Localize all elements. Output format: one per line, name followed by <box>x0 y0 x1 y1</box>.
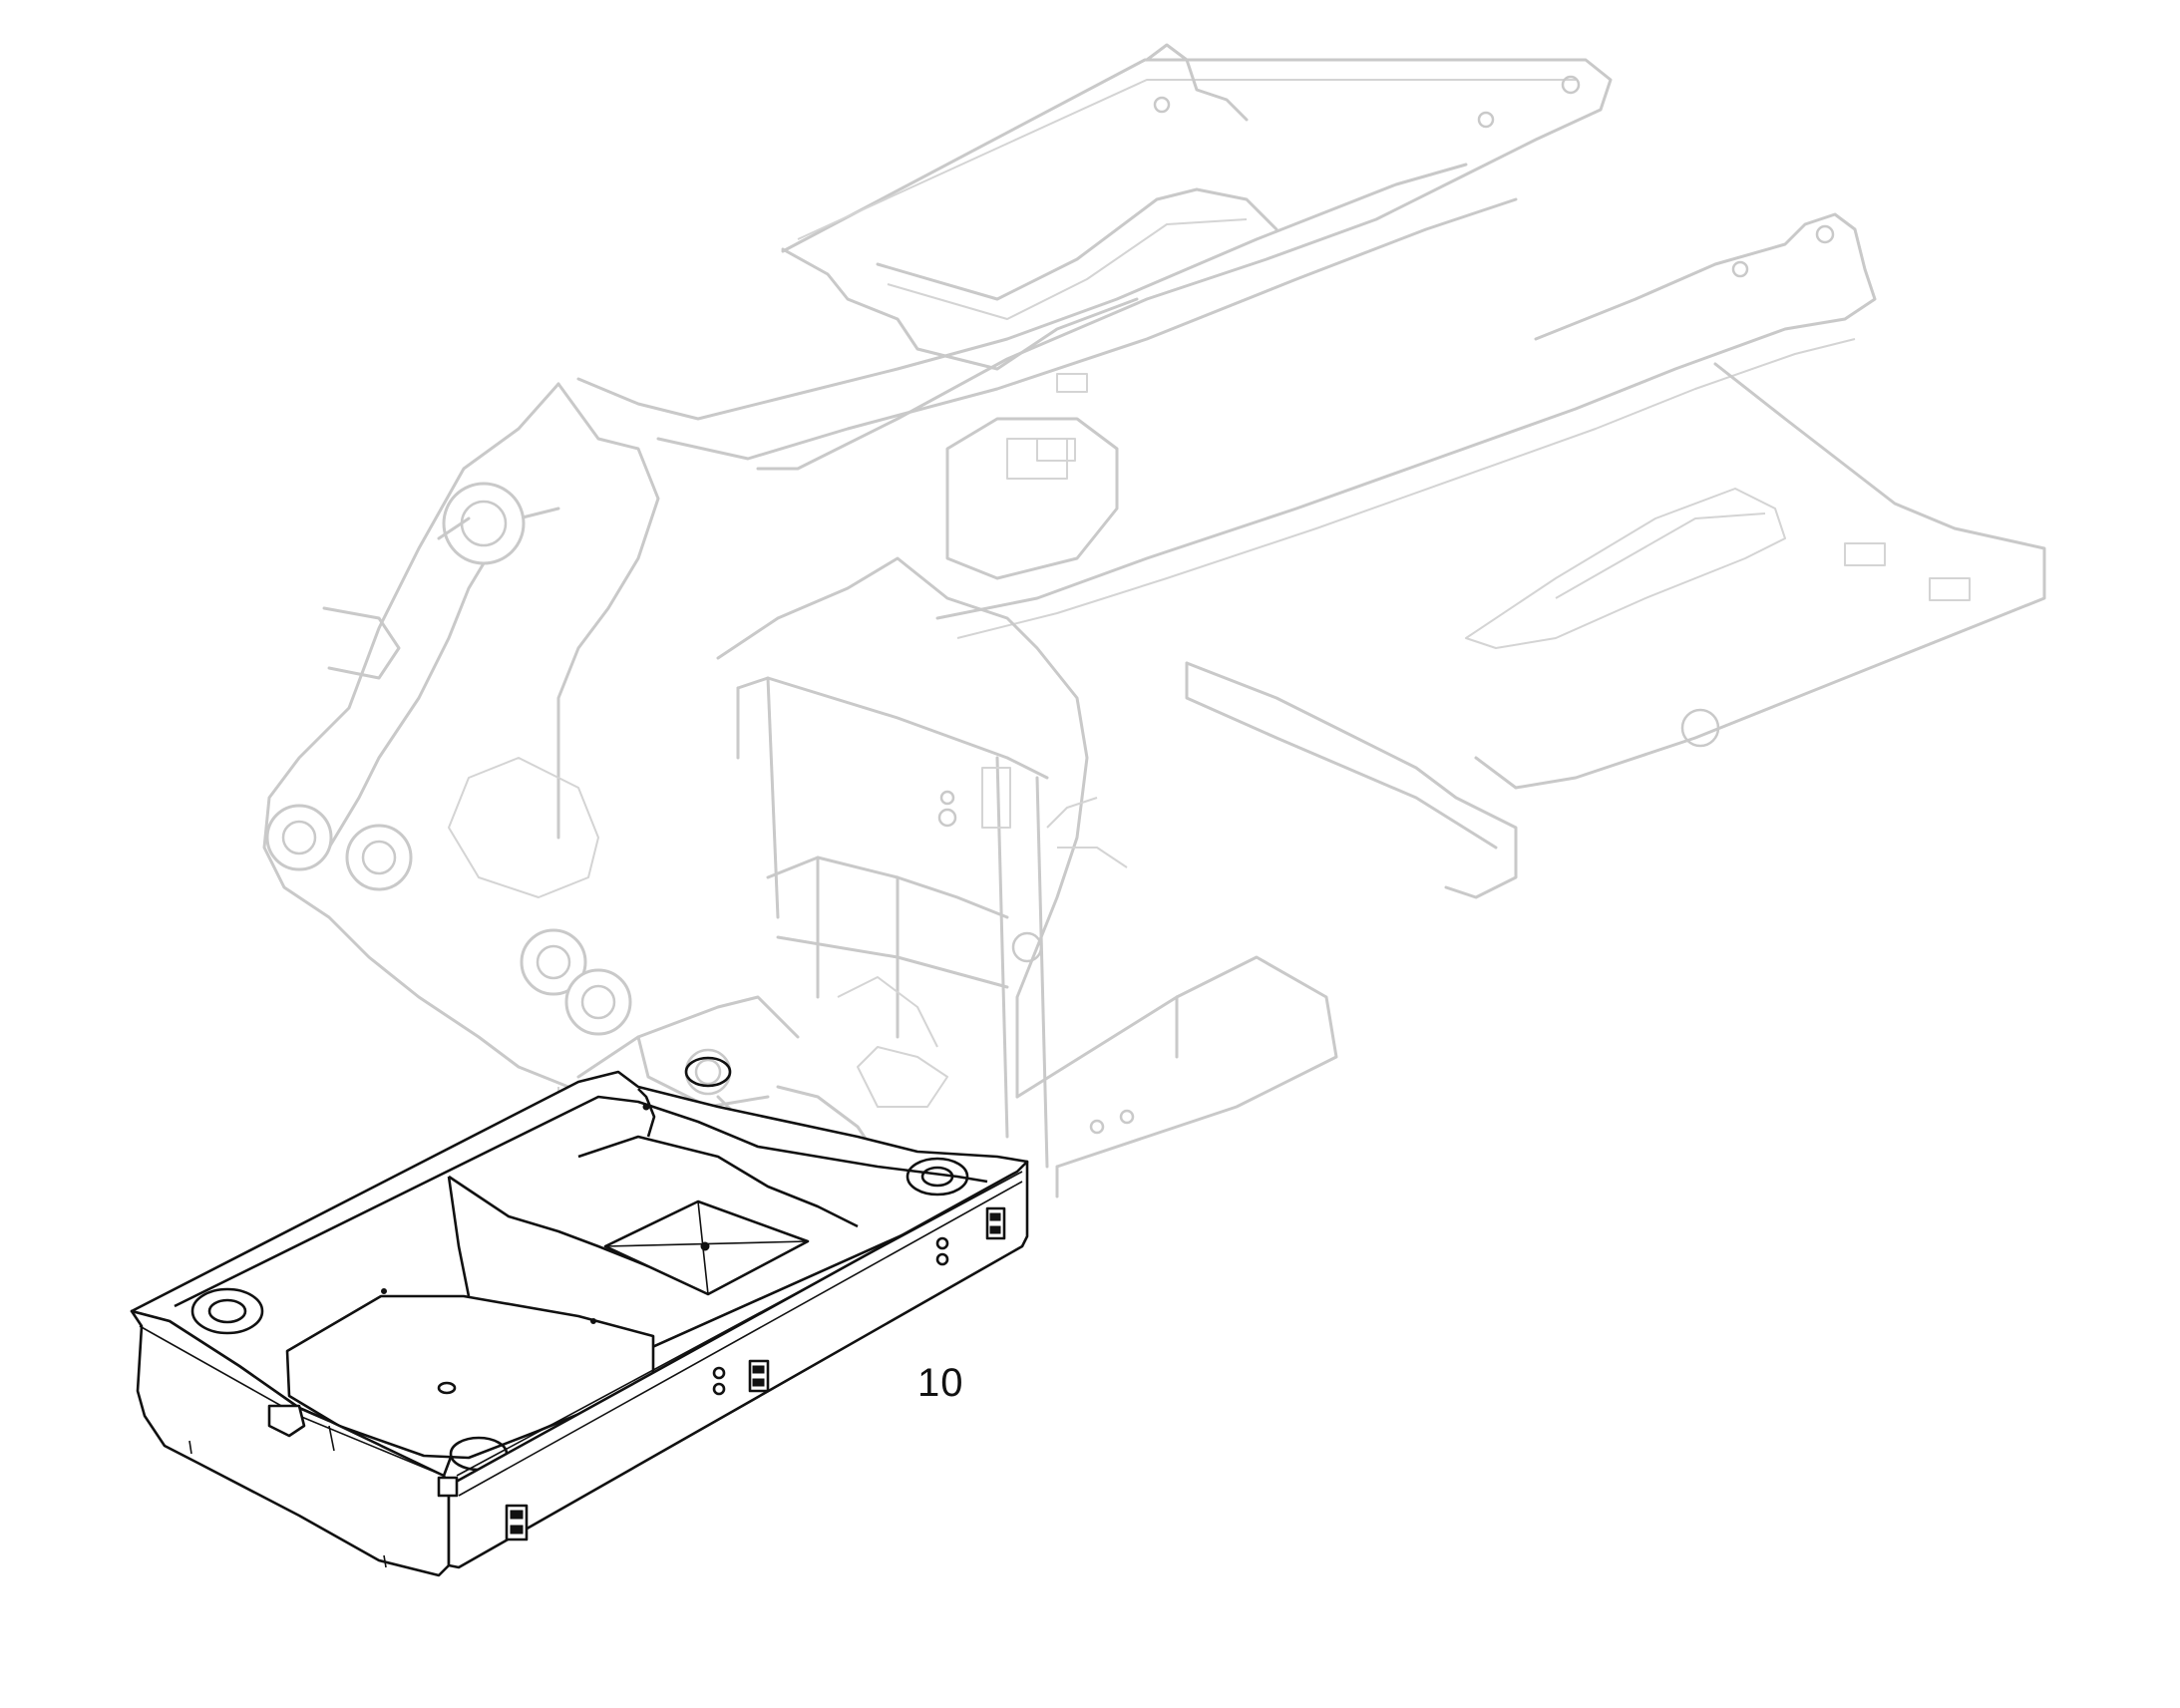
callout-number-10: 10 <box>917 1361 964 1405</box>
counterweight-part <box>130 1056 1029 1577</box>
mounting-slot-right <box>985 1206 1006 1240</box>
mounting-slot-middle <box>748 1359 770 1393</box>
mounting-slot-left <box>505 1504 529 1541</box>
machine-frame-context <box>262 43 2046 1198</box>
